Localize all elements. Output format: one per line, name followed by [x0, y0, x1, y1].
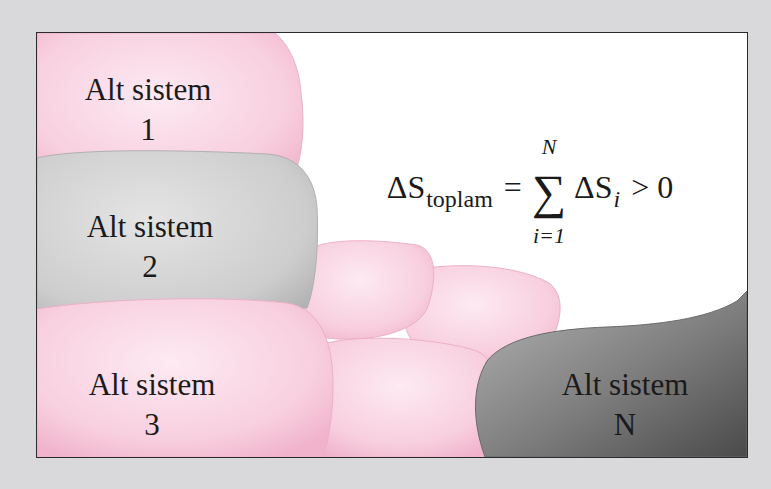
equation-term: N [542, 136, 557, 158]
subsystem-label: Alt sistem 1 [77, 70, 219, 150]
subsystem-label: Alt sistem 2 [79, 207, 221, 287]
subsystem-label: Alt sistem N [554, 365, 696, 445]
equation-term: i [613, 187, 620, 211]
diagram-frame: Alt sistem 1 Alt sistem 2 Alt sistem 3 Alt … [36, 32, 748, 458]
equation-term: = [504, 171, 522, 203]
blob-shape [37, 299, 333, 457]
blob-shape [317, 338, 503, 457]
equation-term: ∑ [532, 168, 566, 216]
subsystem-blob: Alt sistem 3 [37, 295, 337, 457]
equation-term: ΔS [574, 171, 612, 203]
node-layer: Alt sistem 1 Alt sistem 2 Alt sistem 3 Alt … [37, 33, 747, 457]
equation-term: toplam [426, 187, 493, 211]
equation-term: > 0 [631, 171, 673, 203]
blob-shape [37, 151, 318, 320]
equation-term: i=1 [533, 225, 565, 247]
subsystem-blob: Alt sistem N [467, 291, 747, 457]
blob-shape [475, 291, 747, 457]
subsystem-label: Alt sistem 3 [81, 365, 223, 445]
label-layer: ΔStoplam=N∑i=1ΔSi> 0 [37, 33, 747, 457]
equation-term: ΔS [387, 171, 425, 203]
subsystem-blob: Alt sistem 2 [37, 148, 322, 323]
